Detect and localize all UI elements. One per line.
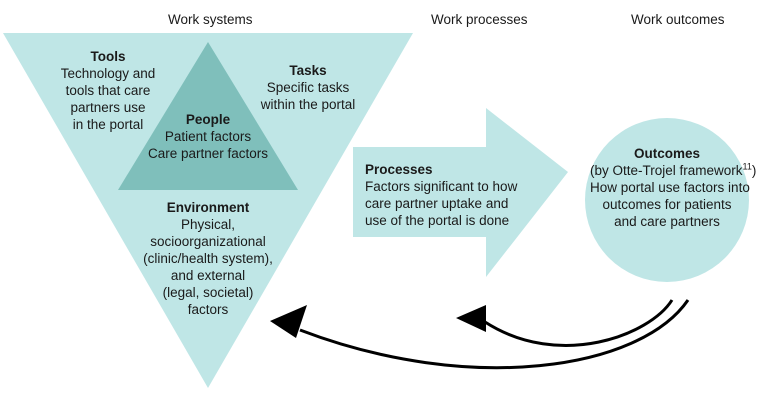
tools-label: Tools Technology and tools that care par… — [50, 48, 166, 133]
environment-title: Environment — [166, 200, 250, 215]
processes-line: care partner uptake and — [365, 196, 509, 211]
environment-line: socioorganizational — [150, 234, 266, 249]
environment-line: (legal, societal) — [162, 285, 254, 300]
processes-label: Processes Factors significant to how car… — [365, 161, 535, 229]
outcomes-line: How portal use factors into — [590, 180, 750, 195]
tasks-title: Tasks — [289, 63, 327, 78]
arrowhead-processes — [456, 305, 486, 332]
tasks-label: Tasks Specific tasks within the portal — [252, 62, 364, 113]
environment-line: factors — [187, 302, 229, 317]
tools-line: Technology and — [60, 66, 156, 81]
outcomes-line: outcomes for patients — [602, 197, 732, 212]
tools-line: in the portal — [72, 117, 144, 132]
people-line: Care partner factors — [147, 146, 269, 161]
outcomes-line: and care partners — [614, 214, 720, 229]
environment-line: Physical, — [180, 217, 236, 232]
tools-title: Tools — [90, 49, 126, 64]
arrowhead-system — [270, 305, 307, 338]
processes-arrow — [353, 108, 568, 277]
feedback-arrow-to-system — [299, 299, 690, 370]
processes-line: use of the portal is done — [365, 213, 510, 228]
work-system-triangle — [3, 33, 413, 388]
tasks-line: Specific tasks — [266, 80, 350, 95]
outcomes-circle — [585, 118, 749, 282]
tasks-line: within the portal — [260, 97, 356, 112]
tools-line: partners use — [70, 100, 146, 115]
header-work-processes: Work processes — [431, 12, 528, 27]
people-line: Patient factors — [164, 129, 252, 144]
people-title: People — [185, 112, 231, 127]
tools-line: tools that care — [65, 83, 151, 98]
feedback-arrow-to-processes — [484, 299, 674, 347]
outcomes-citation: (by Otte-Trojel framework11) — [590, 162, 756, 179]
environment-line: and external — [170, 268, 246, 283]
environment-label: Environment Physical, socioorganizationa… — [133, 199, 283, 318]
outcomes-label: Outcomes (by Otte-Trojel framework11) Ho… — [590, 145, 756, 230]
citation-text: (by Otte-Trojel framework — [590, 163, 743, 178]
people-triangle — [118, 42, 298, 190]
citation-close: ) — [751, 163, 757, 178]
environment-line: (clinic/health system), — [143, 251, 273, 266]
header-work-systems: Work systems — [168, 12, 253, 27]
header-work-outcomes: Work outcomes — [631, 12, 725, 27]
outcomes-title: Outcomes — [633, 146, 701, 161]
people-label: People Patient factors Care partner fact… — [143, 111, 273, 162]
processes-line: Factors significant to how — [365, 179, 518, 194]
processes-title: Processes — [365, 162, 433, 177]
citation-ref: 11 — [742, 161, 752, 172]
